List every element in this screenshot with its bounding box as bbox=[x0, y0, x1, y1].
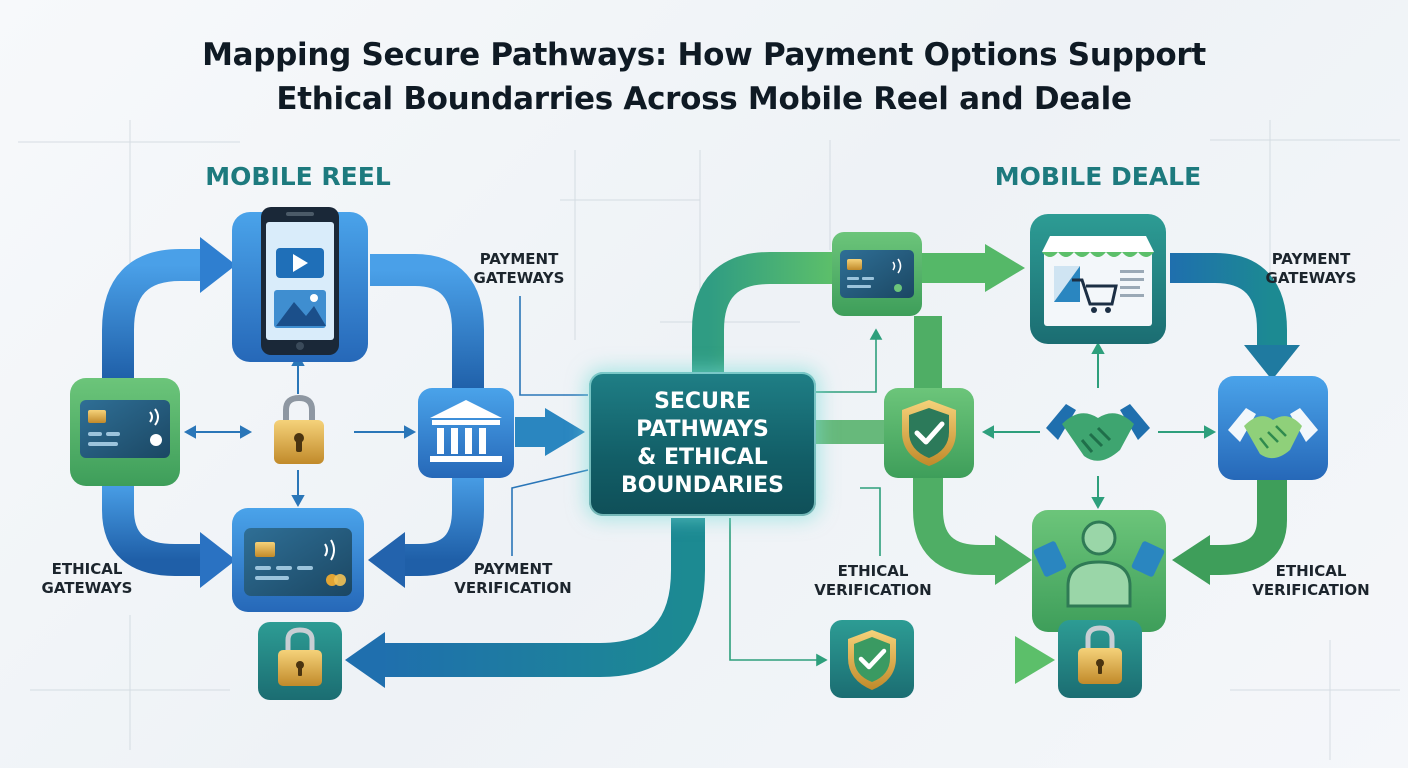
center-line-3: & ETHICAL bbox=[637, 445, 768, 470]
tile-shield-bottom-right bbox=[830, 620, 914, 698]
page-title-line-1: Mapping Secure Pathways: How Payment Opt… bbox=[202, 37, 1206, 73]
tile-padlock-bottom-right bbox=[1058, 620, 1142, 698]
label-line: PAYMENT bbox=[1271, 250, 1351, 268]
label-line: VERIFICATION bbox=[1252, 581, 1370, 599]
label-line: ETHICAL bbox=[1275, 562, 1347, 580]
label-ethical-verification-right: ETHICAL VERIFICATION bbox=[1216, 562, 1406, 600]
label-line: GATEWAYS bbox=[473, 269, 565, 287]
label-line: VERIFICATION bbox=[814, 581, 932, 599]
tile-shield-right bbox=[884, 388, 974, 478]
tile-handshake-right bbox=[1218, 376, 1328, 480]
label-line: ETHICAL bbox=[51, 560, 123, 578]
tile-card-top-right bbox=[832, 232, 922, 316]
left-flow-arrows bbox=[102, 237, 705, 688]
tile-phone bbox=[232, 207, 368, 362]
padlock-center-left bbox=[274, 394, 324, 464]
label-line: PAYMENT bbox=[473, 560, 553, 578]
page-title-line-2: Ethical Boundarries Across Mobile Reel a… bbox=[276, 81, 1132, 117]
center-line-1: SECURE bbox=[654, 389, 751, 414]
label-payment-gateways-left: PAYMENT GATEWAYS bbox=[424, 250, 614, 288]
label-line: GATEWAYS bbox=[1265, 269, 1357, 287]
tile-padlock-bottom-left bbox=[258, 622, 342, 700]
tile-store bbox=[1030, 214, 1166, 344]
heading-mobile-reel: MOBILE REEL bbox=[205, 162, 391, 191]
label-payment-gateways-right: PAYMENT GATEWAYS bbox=[1216, 250, 1406, 288]
label-ethical-gateways: ETHICAL GATEWAYS bbox=[0, 560, 182, 598]
label-line: VERIFICATION bbox=[454, 579, 572, 597]
label-payment-verification: PAYMENT VERIFICATION bbox=[418, 560, 608, 598]
tile-bank bbox=[418, 388, 514, 478]
center-secure-pathways-box: SECURE PATHWAYS & ETHICAL BOUNDARIES bbox=[589, 372, 816, 516]
tile-user bbox=[1032, 510, 1166, 632]
background-grid bbox=[18, 120, 1400, 760]
label-ethical-verification-center: ETHICAL VERIFICATION bbox=[778, 562, 968, 600]
tile-card-bottom-left bbox=[232, 508, 364, 612]
handshake-center-right bbox=[1046, 404, 1150, 461]
tile-card-left bbox=[70, 378, 180, 486]
label-line: GATEWAYS bbox=[41, 579, 133, 597]
center-line-4: BOUNDARIES bbox=[620, 473, 785, 498]
heading-mobile-deale: MOBILE DEALE bbox=[994, 162, 1202, 191]
label-line: ETHICAL bbox=[837, 562, 909, 580]
right-flow-arrows bbox=[692, 244, 1300, 684]
label-line: PAYMENT bbox=[479, 250, 559, 268]
center-line-2: PATHWAYS bbox=[636, 417, 769, 442]
